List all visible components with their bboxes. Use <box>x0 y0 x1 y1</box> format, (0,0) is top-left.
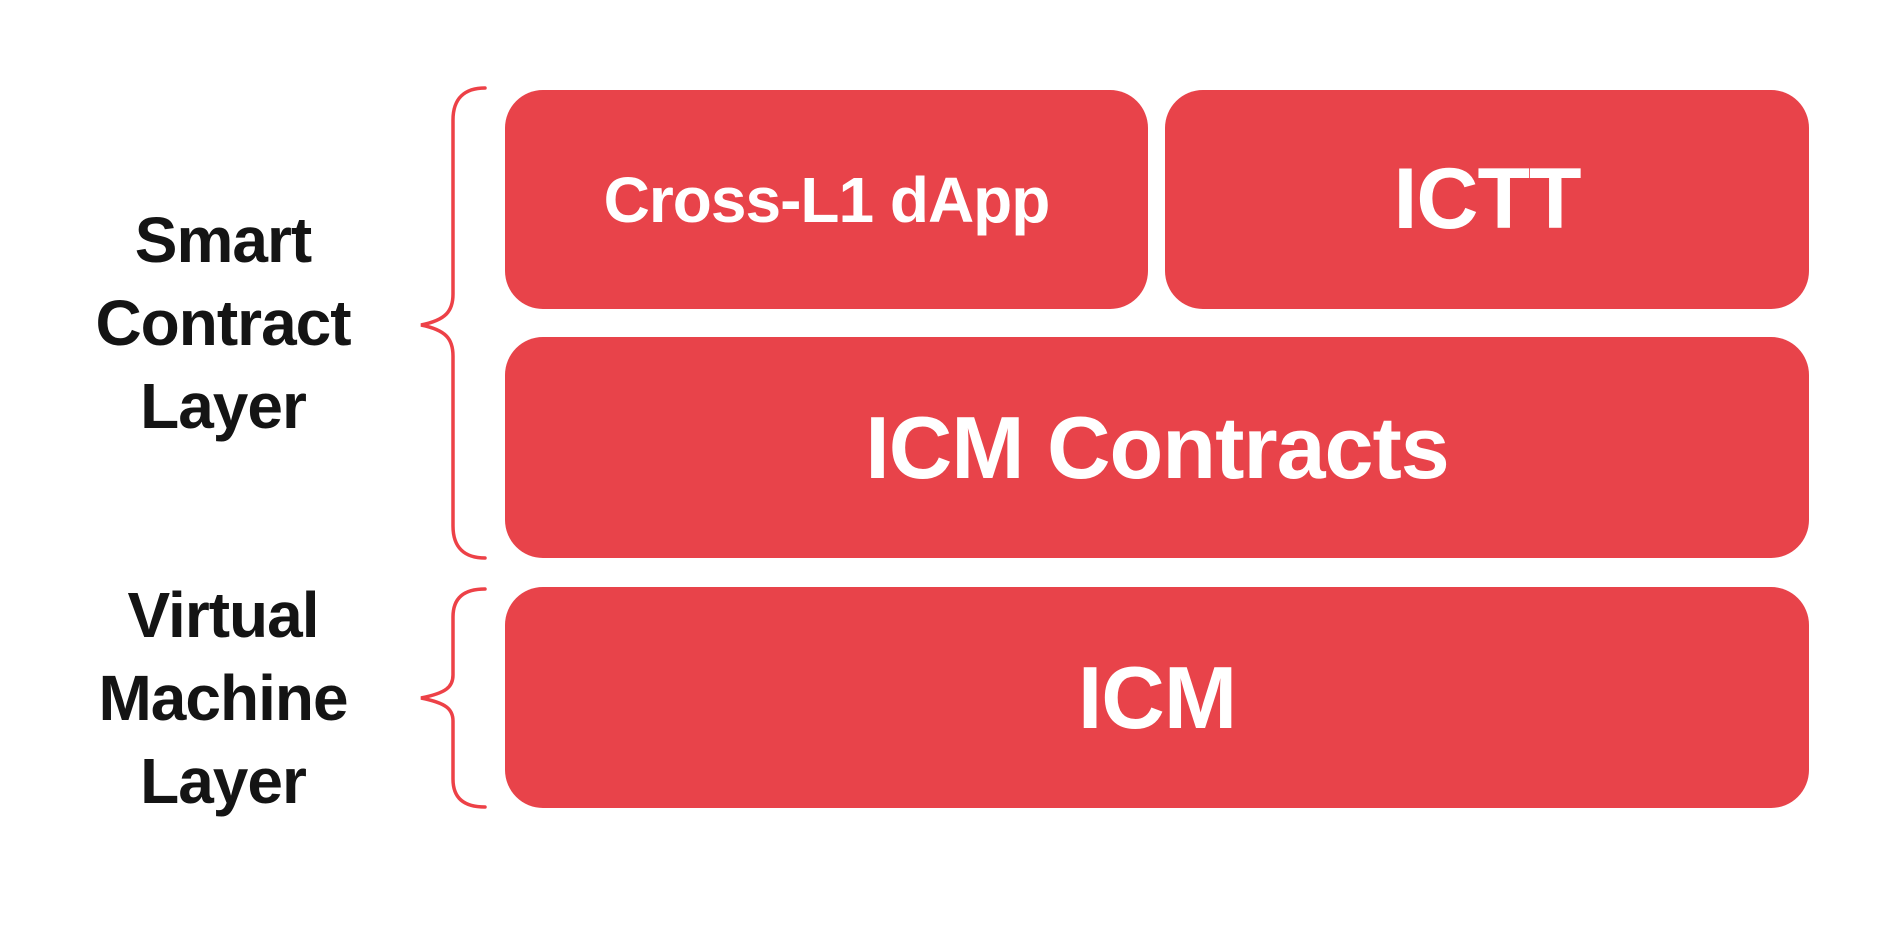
box-ictt: ICTT <box>1165 90 1809 309</box>
label-line: Layer <box>140 369 307 442</box>
box-cross-l1-dapp: Cross-L1 dApp <box>505 90 1148 309</box>
box-icm-contracts: ICM Contracts <box>505 337 1809 558</box>
virtual-machine-brace <box>415 587 487 809</box>
label-line: Contract <box>95 286 351 359</box>
label-line: Virtual <box>127 578 320 651</box>
box-icm: ICM <box>505 587 1809 808</box>
label-smart-contract-layer: Smart Contract Layer <box>42 88 404 558</box>
smart-contract-brace <box>415 86 487 560</box>
curly-brace-icon <box>420 86 487 560</box>
label-line: Smart <box>134 203 312 276</box>
curly-brace-icon <box>420 587 487 809</box>
label-line: Machine <box>98 661 348 734</box>
label-line: Layer <box>140 744 307 817</box>
label-virtual-machine-layer: Virtual Machine Layer <box>42 579 404 817</box>
